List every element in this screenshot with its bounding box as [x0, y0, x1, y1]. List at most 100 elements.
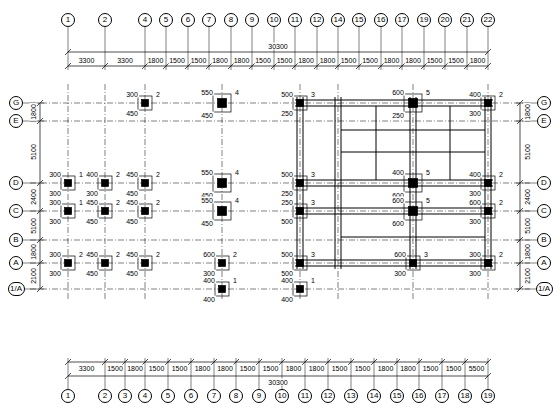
- axis-number: 1/A: [538, 285, 550, 293]
- axis-number: 11: [291, 16, 299, 24]
- drawing-line: [185, 63, 191, 69]
- axis-number: 21: [463, 16, 472, 24]
- axis-number: B: [541, 236, 546, 244]
- drawing-line: [102, 63, 108, 69]
- axis-number: 19: [420, 16, 429, 24]
- pad-number: 1: [232, 277, 238, 284]
- axis-bubble: 13: [344, 389, 358, 403]
- pad-dimension: 500: [280, 270, 294, 277]
- drawing-line: [424, 27, 425, 70]
- axis-bubble: 1/A: [536, 282, 553, 296]
- drawing-line: [30, 121, 530, 122]
- dimension-text: 1800: [319, 57, 337, 64]
- pad-dimension: 300: [468, 270, 482, 277]
- footing-pad: [481, 204, 495, 218]
- pad-dimension: 400: [202, 277, 216, 284]
- axis-bubble: 5: [161, 389, 175, 403]
- pad-dimension: 300: [468, 251, 482, 258]
- axis-bubble: D: [9, 176, 23, 190]
- dimension-text: 1500: [447, 57, 465, 64]
- axis-bubble: 15: [390, 389, 404, 403]
- dimension-text: 2100: [524, 267, 531, 285]
- pad-dimension: 450: [125, 171, 139, 178]
- pad-number: 3: [310, 199, 316, 206]
- pad-number: 2: [155, 199, 161, 206]
- drawing-line: [206, 63, 212, 69]
- axis-bubble: 8: [229, 389, 243, 403]
- drawing-line: [68, 27, 69, 70]
- drawing-line: [314, 63, 320, 69]
- drawing-line: [23, 289, 44, 290]
- pad-number: 3: [423, 251, 429, 258]
- dimension-text: 1500: [168, 57, 186, 64]
- column-section: [219, 286, 226, 293]
- axis-bubble: 19: [481, 389, 495, 403]
- drawing-line: [517, 208, 523, 214]
- pad-number: 1: [78, 199, 84, 206]
- column-section: [409, 207, 418, 216]
- drawing-line: [23, 263, 44, 264]
- dimension-text: 1500: [262, 365, 280, 372]
- axis-bubble: 2: [98, 13, 112, 27]
- drawing-line: [520, 103, 521, 289]
- axis-bubble: 16: [412, 389, 426, 403]
- column-section: [297, 260, 304, 267]
- dimension-text: 1800: [404, 57, 422, 64]
- drawing-line: [37, 180, 43, 186]
- axis-number: E: [541, 117, 546, 125]
- column-section: [218, 179, 227, 188]
- drawing-line: [105, 27, 106, 70]
- drawing-line: [516, 263, 537, 264]
- column-section: [297, 208, 304, 215]
- axis-number: 8: [229, 16, 233, 24]
- dimension-text: 1800: [524, 243, 531, 261]
- axis-number: 19: [484, 392, 493, 400]
- axis-number: 13: [347, 392, 356, 400]
- dimension-text: 5500: [468, 365, 486, 372]
- drawing-line: [295, 27, 296, 70]
- drawing-line: [516, 183, 537, 184]
- axis-number: 18: [461, 392, 470, 400]
- column-section: [142, 180, 149, 187]
- drawing-line: [37, 237, 43, 243]
- drawing-line: [517, 260, 523, 266]
- dimension-text: 1800: [126, 365, 144, 372]
- pad-dimension: 300: [202, 270, 216, 277]
- drawing-line: [145, 84, 146, 300]
- dimension-text: 3300: [78, 365, 96, 372]
- column-section: [297, 286, 304, 293]
- axis-number: 5: [166, 392, 170, 400]
- footing-pad: [98, 176, 112, 190]
- drawing-line: [228, 63, 234, 69]
- dimension-text: 5100: [30, 217, 37, 235]
- axis-bubble: G: [537, 96, 551, 110]
- axis-bubble: 20: [438, 13, 452, 27]
- drawing-line: [488, 84, 489, 300]
- axis-bubble: 14: [367, 389, 381, 403]
- axis-bubble: 6: [184, 389, 198, 403]
- axis-bubble: 5: [159, 13, 173, 27]
- drawing-line: [488, 27, 489, 70]
- drawing-line: [517, 286, 523, 292]
- drawing-line: [517, 100, 523, 106]
- axis-number: 9: [250, 16, 254, 24]
- drawing-line: [335, 63, 341, 69]
- dimension-text: 1800: [30, 103, 37, 121]
- drawing-line: [65, 359, 71, 365]
- dimension-text: 1500: [426, 57, 444, 64]
- pad-dimension: 400: [391, 169, 405, 176]
- drawing-line: [359, 27, 360, 70]
- dimension-text: 1500: [354, 365, 372, 372]
- pad-dimension: 300: [48, 251, 62, 258]
- column-section: [409, 99, 418, 108]
- footing-pad: [293, 204, 307, 218]
- dimension-text: 1800: [297, 57, 315, 64]
- drawing-line: [485, 63, 491, 69]
- pad-number: 4: [234, 197, 240, 204]
- pad-dimension: 300: [468, 190, 482, 197]
- pad-dimension: 550: [200, 169, 214, 176]
- column-section: [142, 100, 149, 107]
- column-section: [102, 208, 109, 215]
- axis-bubble: 11: [288, 13, 302, 27]
